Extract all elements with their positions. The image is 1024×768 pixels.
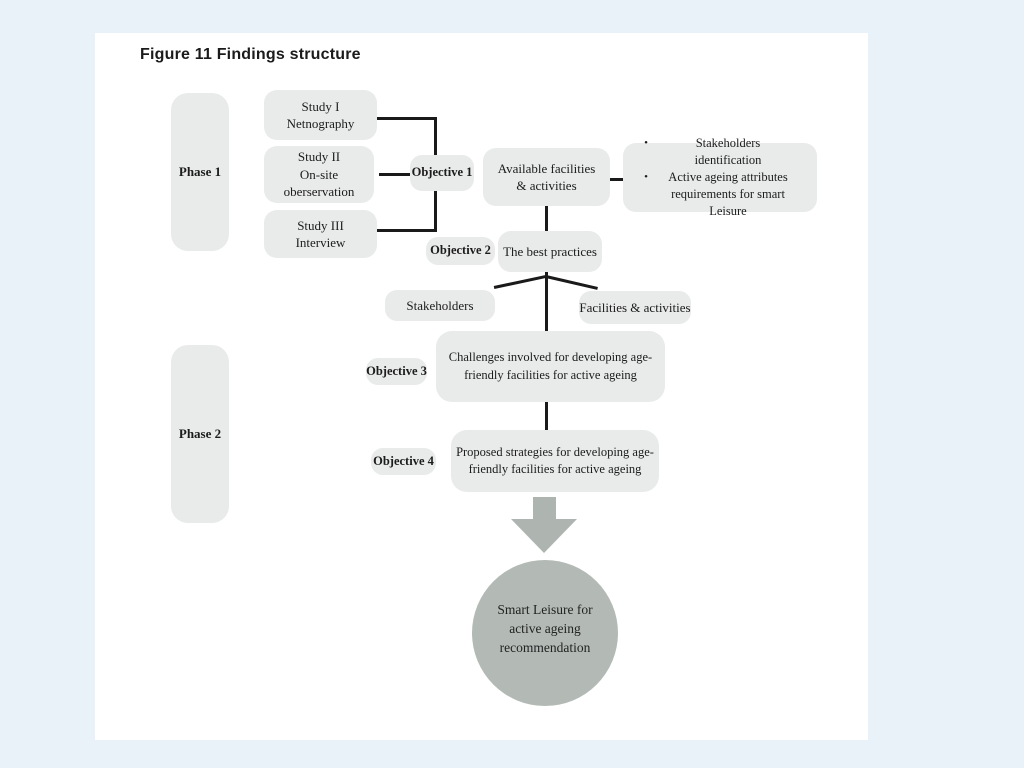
study-3-box: Study III Interview xyxy=(264,210,377,258)
study-2-line3: oberservation xyxy=(283,184,355,200)
facilities-activities-label: Facilities & activities xyxy=(579,299,691,315)
study-3-line1: Study III xyxy=(297,217,344,233)
study-2-box: Study II On-site oberservation xyxy=(264,146,374,203)
phase-1-box: Phase 1 xyxy=(171,93,229,251)
objective-4-box: Objective 4 xyxy=(371,448,436,475)
available-facilities-line1: Available facilities xyxy=(497,160,596,176)
phase-2-label: Phase 2 xyxy=(178,426,222,442)
strategies-line2: friendly facilities for active ageing xyxy=(468,462,642,476)
outcome-line3: recommendation xyxy=(499,639,591,655)
bullet-item-2: • Active ageing attributes requirements … xyxy=(631,169,809,220)
connector-fork-left xyxy=(493,274,549,289)
connector-study3-to-bracket xyxy=(377,229,437,232)
bullet-icon: • xyxy=(644,171,648,183)
strategies-line1: Proposed strategies for developing age- xyxy=(456,444,654,459)
bullet-icon: • xyxy=(644,137,648,149)
objective-2-label: Objective 2 xyxy=(430,243,491,258)
challenges-box: Challenges involved for developing age- … xyxy=(436,331,665,402)
objective-1-label: Objective 1 xyxy=(411,165,473,180)
objective-4-label: Objective 4 xyxy=(373,453,434,468)
down-arrow-head-icon xyxy=(511,519,577,553)
stakeholders-label: Stakeholders xyxy=(406,297,474,313)
objective-1-box: Objective 1 xyxy=(410,155,474,191)
connector-study1-to-bracket xyxy=(377,117,436,120)
study-3-line2: Interview xyxy=(295,235,346,250)
bullet-item-2-text: Active ageing attributes requirements fo… xyxy=(668,170,788,218)
study-1-box: Study I Netnography xyxy=(264,90,377,140)
bullet-item-1: • Stakeholders identification xyxy=(631,135,809,169)
best-practices-label: The best practices xyxy=(503,243,597,259)
objective-3-box: Objective 3 xyxy=(366,358,427,385)
connector-study2-to-objective1 xyxy=(379,173,410,176)
connector-challenges-to-strategies xyxy=(545,402,548,430)
outcome-line2: active ageing xyxy=(509,620,581,636)
connector-fork-right xyxy=(545,275,598,290)
stakeholder-notes-box: • Stakeholders identification • Active a… xyxy=(623,136,817,218)
connector-best-to-challenges xyxy=(545,271,548,332)
connector-available-to-best xyxy=(545,205,548,232)
outcome-circle: Smart Leisure for active ageing recommen… xyxy=(472,560,618,706)
slide-canvas: Figure 11 Findings structure Phase 1 Pha… xyxy=(95,33,868,740)
study-1-line2: Netnography xyxy=(286,116,355,131)
best-practices-box: The best practices xyxy=(498,231,602,272)
challenges-line2: friendly facilities for active ageing xyxy=(464,367,637,382)
stakeholders-box: Stakeholders xyxy=(385,290,495,321)
outcome-line1: Smart Leisure for xyxy=(497,601,593,617)
study-2-line1: Study II xyxy=(297,149,341,165)
study-2-line2: On-site xyxy=(299,166,339,182)
challenges-line1: Challenges involved for developing age- xyxy=(448,350,653,364)
study-1-line1: Study I xyxy=(301,98,340,114)
objective-2-box: Objective 2 xyxy=(426,237,495,265)
down-arrow-icon xyxy=(533,497,556,520)
phase-2-box: Phase 2 xyxy=(171,345,229,523)
facilities-activities-box: Facilities & activities xyxy=(579,291,691,324)
strategies-box: Proposed strategies for developing age- … xyxy=(451,430,659,492)
phase-1-label: Phase 1 xyxy=(178,164,222,180)
available-facilities-box: Available facilities & activities xyxy=(483,148,610,206)
figure-title: Figure 11 Findings structure xyxy=(140,46,361,63)
available-facilities-line2: & activities xyxy=(516,178,577,193)
connector-available-to-bullets xyxy=(607,178,624,181)
bullet-item-1-text: Stakeholders identification xyxy=(694,136,762,167)
objective-3-label: Objective 3 xyxy=(366,363,427,378)
